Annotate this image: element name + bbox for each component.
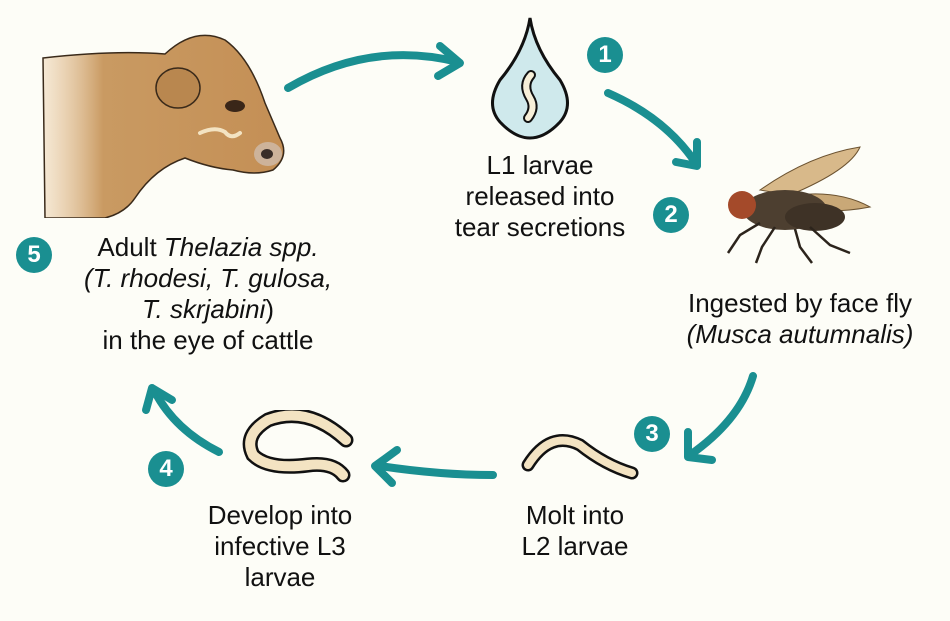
stage-4-line2: infective L3 bbox=[214, 531, 346, 561]
stage-1-line3: tear secretions bbox=[454, 212, 626, 242]
step-badge-4: 4 bbox=[148, 451, 184, 487]
step-badge-2: 2 bbox=[653, 197, 689, 233]
stage-3-label: Molt into L2 larvae bbox=[500, 500, 650, 562]
arrow-4-to-5 bbox=[151, 388, 223, 456]
face-fly-icon bbox=[726, 146, 872, 264]
stage-2-label: Ingested by face fly (Musca autumnalis) bbox=[655, 288, 945, 350]
stage-1-line2: released into bbox=[465, 181, 615, 211]
stage-4-line1: Develop into bbox=[207, 500, 353, 530]
arrow-1-to-2 bbox=[604, 89, 699, 166]
step-badge-5: 5 bbox=[16, 237, 52, 273]
stage-5-label: Adult Thelazia spp. (T. rhodesi, T. gulo… bbox=[58, 232, 358, 356]
arrow-3-to-4 bbox=[376, 462, 497, 479]
stage-5-species-1: (T. rhodesi, T. gulosa, bbox=[83, 263, 333, 293]
stage-5-line4: in the eye of cattle bbox=[102, 325, 314, 355]
tear-drop-with-larva-icon bbox=[491, 17, 569, 140]
stage-3-line2: L2 larvae bbox=[521, 531, 629, 561]
stage-1-label: L1 larvae released into tear secretions bbox=[420, 150, 660, 243]
stage-1-line1: L1 larvae bbox=[486, 150, 594, 180]
l2-larva-icon bbox=[521, 434, 639, 480]
stage-3-line1: Molt into bbox=[525, 500, 625, 530]
step-badge-1: 1 bbox=[587, 37, 623, 73]
stage-5-species-2: T. skrjabini bbox=[142, 294, 266, 324]
stage-2-line1: Ingested by face fly bbox=[687, 288, 913, 318]
stage-5-adult: Adult bbox=[97, 232, 164, 262]
stage-5-genus: Thelazia spp. bbox=[163, 232, 319, 262]
stage-5-paren: ) bbox=[265, 294, 274, 324]
stage-2-species: (Musca autumnalis) bbox=[686, 319, 914, 349]
stage-4-label: Develop into infective L3 larvae bbox=[180, 500, 380, 593]
arrow-2-to-3 bbox=[686, 372, 757, 459]
l3-larva-icon bbox=[242, 410, 354, 483]
arrow-5-to-1 bbox=[284, 51, 462, 92]
cattle-head-icon bbox=[42, 34, 285, 218]
step-badge-3: 3 bbox=[634, 416, 670, 452]
stage-4-line3: larvae bbox=[244, 562, 316, 592]
